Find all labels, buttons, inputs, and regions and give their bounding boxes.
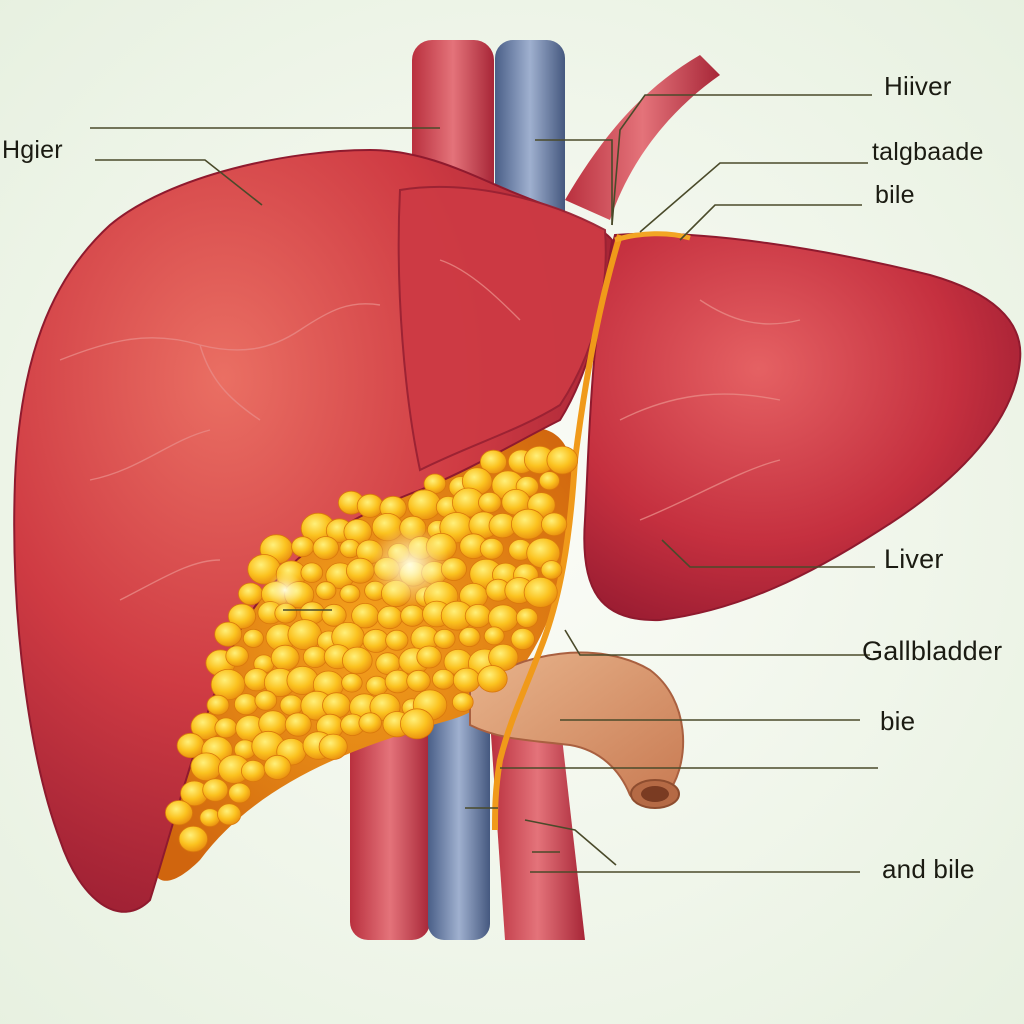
fat-globule: [300, 562, 324, 583]
fat-globule: [228, 782, 252, 804]
fat-globule: [214, 717, 238, 739]
leader-lines: [90, 94, 878, 873]
bile-duct: [492, 234, 623, 831]
fat-globule: [240, 760, 266, 783]
fat-globule: [477, 665, 508, 693]
fat-globule: [399, 708, 434, 740]
fat-globule: [339, 584, 361, 604]
fat-globule: [238, 582, 264, 606]
fat-globule: [286, 665, 319, 695]
liver-veins: [59, 259, 801, 601]
fat-globule: [312, 536, 340, 560]
fat-globule: [515, 607, 539, 628]
fat-globule: [202, 778, 229, 802]
fat-globule: [458, 627, 481, 648]
fat-globule: [510, 628, 535, 651]
fat-globule: [451, 692, 474, 712]
fat-globule: [302, 646, 328, 669]
fat-globule: [345, 557, 375, 584]
fat-globule: [315, 581, 337, 601]
fat-globule: [199, 808, 221, 828]
fat-globule: [433, 629, 456, 650]
fat-globule: [385, 629, 409, 651]
fat-globule: [190, 752, 223, 782]
fat-globule: [406, 669, 431, 692]
fat-globule: [358, 712, 382, 734]
fat-globule: [464, 604, 492, 629]
fat-globule: [540, 512, 568, 537]
fat-globule: [540, 560, 563, 580]
label-bile-top: bile: [875, 181, 915, 209]
fat-globule: [217, 803, 242, 826]
fat-globule: [279, 694, 304, 716]
label-and-bile: and bile: [882, 854, 975, 884]
fat-globule: [178, 825, 209, 853]
fat-globule: [546, 446, 579, 475]
label-hiiver: Hiiver: [884, 71, 952, 101]
fat-globule: [356, 493, 384, 518]
fat-globule: [479, 449, 507, 475]
fat-globule: [284, 712, 312, 737]
fat-globule: [291, 536, 315, 558]
fat-globule: [227, 603, 257, 630]
fat-globule: [523, 577, 558, 608]
fat-globule: [254, 690, 278, 711]
fat-globule: [318, 733, 348, 760]
fat-globule: [510, 508, 546, 540]
fat-globule: [263, 754, 292, 780]
fat-globule: [214, 621, 243, 647]
label-talgbaade: talgbaade: [872, 138, 984, 166]
fat-globule: [479, 537, 504, 560]
fat-globule: [341, 673, 363, 693]
fat-globule: [478, 491, 502, 514]
fat-globule: [376, 605, 403, 630]
fat-globule: [164, 800, 193, 826]
fat-globule: [407, 489, 442, 521]
label-higier: Hgier: [2, 136, 63, 164]
fat-globule: [362, 628, 390, 653]
fat-globule: [452, 667, 481, 693]
vessels-bottom: [350, 700, 585, 940]
fat-globule: [234, 693, 259, 716]
fat-globule: [365, 675, 389, 697]
fat-globule: [341, 646, 373, 675]
fat-globule: [483, 626, 505, 646]
fat-globule: [270, 644, 300, 671]
liver-right-lobe: [583, 232, 1022, 622]
fat-globule: [242, 628, 264, 648]
fat-globule: [538, 471, 560, 491]
fat-globule: [206, 694, 230, 716]
label-gallbladder: Gallbladder: [862, 636, 1003, 666]
fat-globule: [287, 619, 322, 651]
fat-globule: [322, 692, 351, 719]
fat-globule: [400, 604, 425, 627]
fat-globule: [431, 668, 455, 690]
fat-globule: [416, 645, 442, 669]
label-liver: Liver: [884, 544, 944, 574]
fat-globule: [225, 645, 249, 667]
label-bie: bie: [880, 706, 916, 736]
